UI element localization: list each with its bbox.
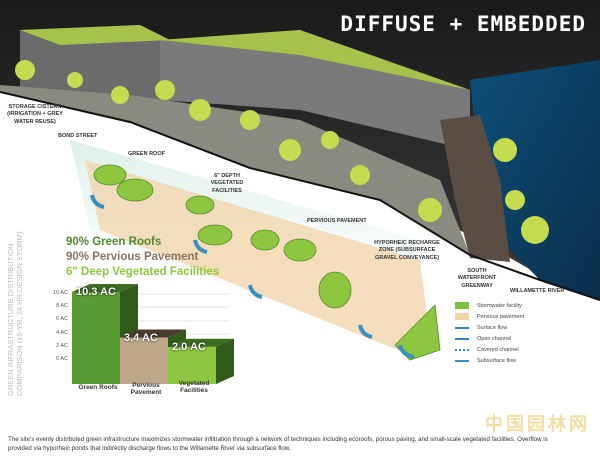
bar-value-label: 3.4 AC: [124, 331, 158, 344]
legend-item: Covered channel: [455, 344, 524, 355]
category-label: Pervious Pavement: [130, 382, 162, 396]
legend-swatch: [455, 359, 469, 362]
legend-label: Open channel: [477, 335, 512, 342]
legend-label: Pervious pavement: [477, 313, 525, 320]
y-tick-label: 6 AC: [56, 316, 68, 323]
legend-swatch: [455, 337, 469, 340]
bar-pervious-pavement: [120, 337, 168, 384]
heading-green-roofs: 90% Green Roofs: [66, 236, 162, 248]
legend-label: Subsurface flow: [477, 357, 517, 364]
legend-item: Surface flow: [455, 322, 524, 333]
legend-label: Surface flow: [477, 324, 508, 331]
y-tick-label: 2 AC: [56, 342, 68, 349]
callout-storage-cistern: STORAGE CISTERN (IRRIGATION + GREY WATER…: [7, 104, 63, 125]
building: [20, 25, 170, 110]
legend-swatch: [455, 326, 469, 329]
bar-value-label: 2.0 AC: [172, 340, 206, 353]
heading-vegetated-facilities: 6" Deep Vegetated Facilities: [66, 266, 220, 278]
legend-item: Pervious pavement: [455, 311, 524, 322]
bar-side: [216, 338, 234, 384]
green-roof-surface: [160, 30, 470, 90]
greenway-path: [440, 115, 510, 262]
bar-value-label: 10.3 AC: [76, 286, 116, 299]
green-roof-surface: [20, 25, 170, 45]
heading-pervious-pavement: 90% Pervious Pavement: [66, 251, 199, 263]
legend-swatch: [455, 313, 469, 320]
watermark-logo: 中国园林网: [485, 414, 590, 434]
y-tick-label: 4 AC: [56, 329, 68, 336]
legend-label: Stormwater facility: [477, 302, 522, 309]
y-tick-label: 8 AC: [56, 303, 68, 310]
legend-item: Stormwater facility: [455, 300, 524, 311]
callout-pervious-pavement: PERVIOUS PAVEMENT: [307, 218, 367, 224]
y-tick-label: 10 AC: [53, 290, 68, 296]
legend-swatch: [455, 302, 469, 309]
legend-item: Open channel: [455, 333, 524, 344]
building: [160, 30, 470, 150]
trees: [15, 60, 549, 244]
legend-item: Subsurface flow: [455, 355, 524, 366]
legend-label: Covered channel: [477, 346, 519, 353]
bar-vegetated-facilities: [168, 346, 216, 384]
callout-greenway: SOUTH WATERFRONT GREENWAY: [457, 268, 497, 289]
bar-top: [120, 329, 186, 338]
callout-vegetated-facilities: 6" DEPTH VEGETATED FACILITIES: [210, 173, 244, 194]
bar-green-roofs: [72, 292, 120, 384]
callout-hyporheic-zone: HYPORHEIC RECHARGE ZONE (SUBSURFACE GRAV…: [374, 240, 440, 261]
bar-top: [72, 284, 138, 293]
stormwater-facilities: [93, 164, 441, 361]
diagram-title: DIFFUSE + EMBEDDED: [340, 12, 586, 36]
category-label: Vegetated Facilities: [178, 380, 210, 394]
ground-line: [0, 91, 600, 301]
chart-title: GREEN INFRASTRUCTURE DISTRIBUTION COMPAR…: [6, 229, 24, 396]
caption: The site's evenly distributed green infr…: [8, 436, 548, 452]
legend-swatch: [455, 348, 469, 351]
bar-top: [168, 338, 234, 347]
pervious-pavement-layer: [85, 160, 430, 355]
callout-bond-street: BOND STREET: [58, 133, 98, 139]
y-tick-label: 0 AC: [56, 356, 68, 362]
subsurface-flow-arrows: [90, 194, 415, 359]
callout-river: WILLAMETTE RIVER: [510, 288, 565, 294]
category-label: Green Roofs: [78, 384, 118, 391]
callout-green-roof: GREEN ROOF: [128, 151, 165, 157]
acreage-bar-chart: [72, 284, 234, 384]
